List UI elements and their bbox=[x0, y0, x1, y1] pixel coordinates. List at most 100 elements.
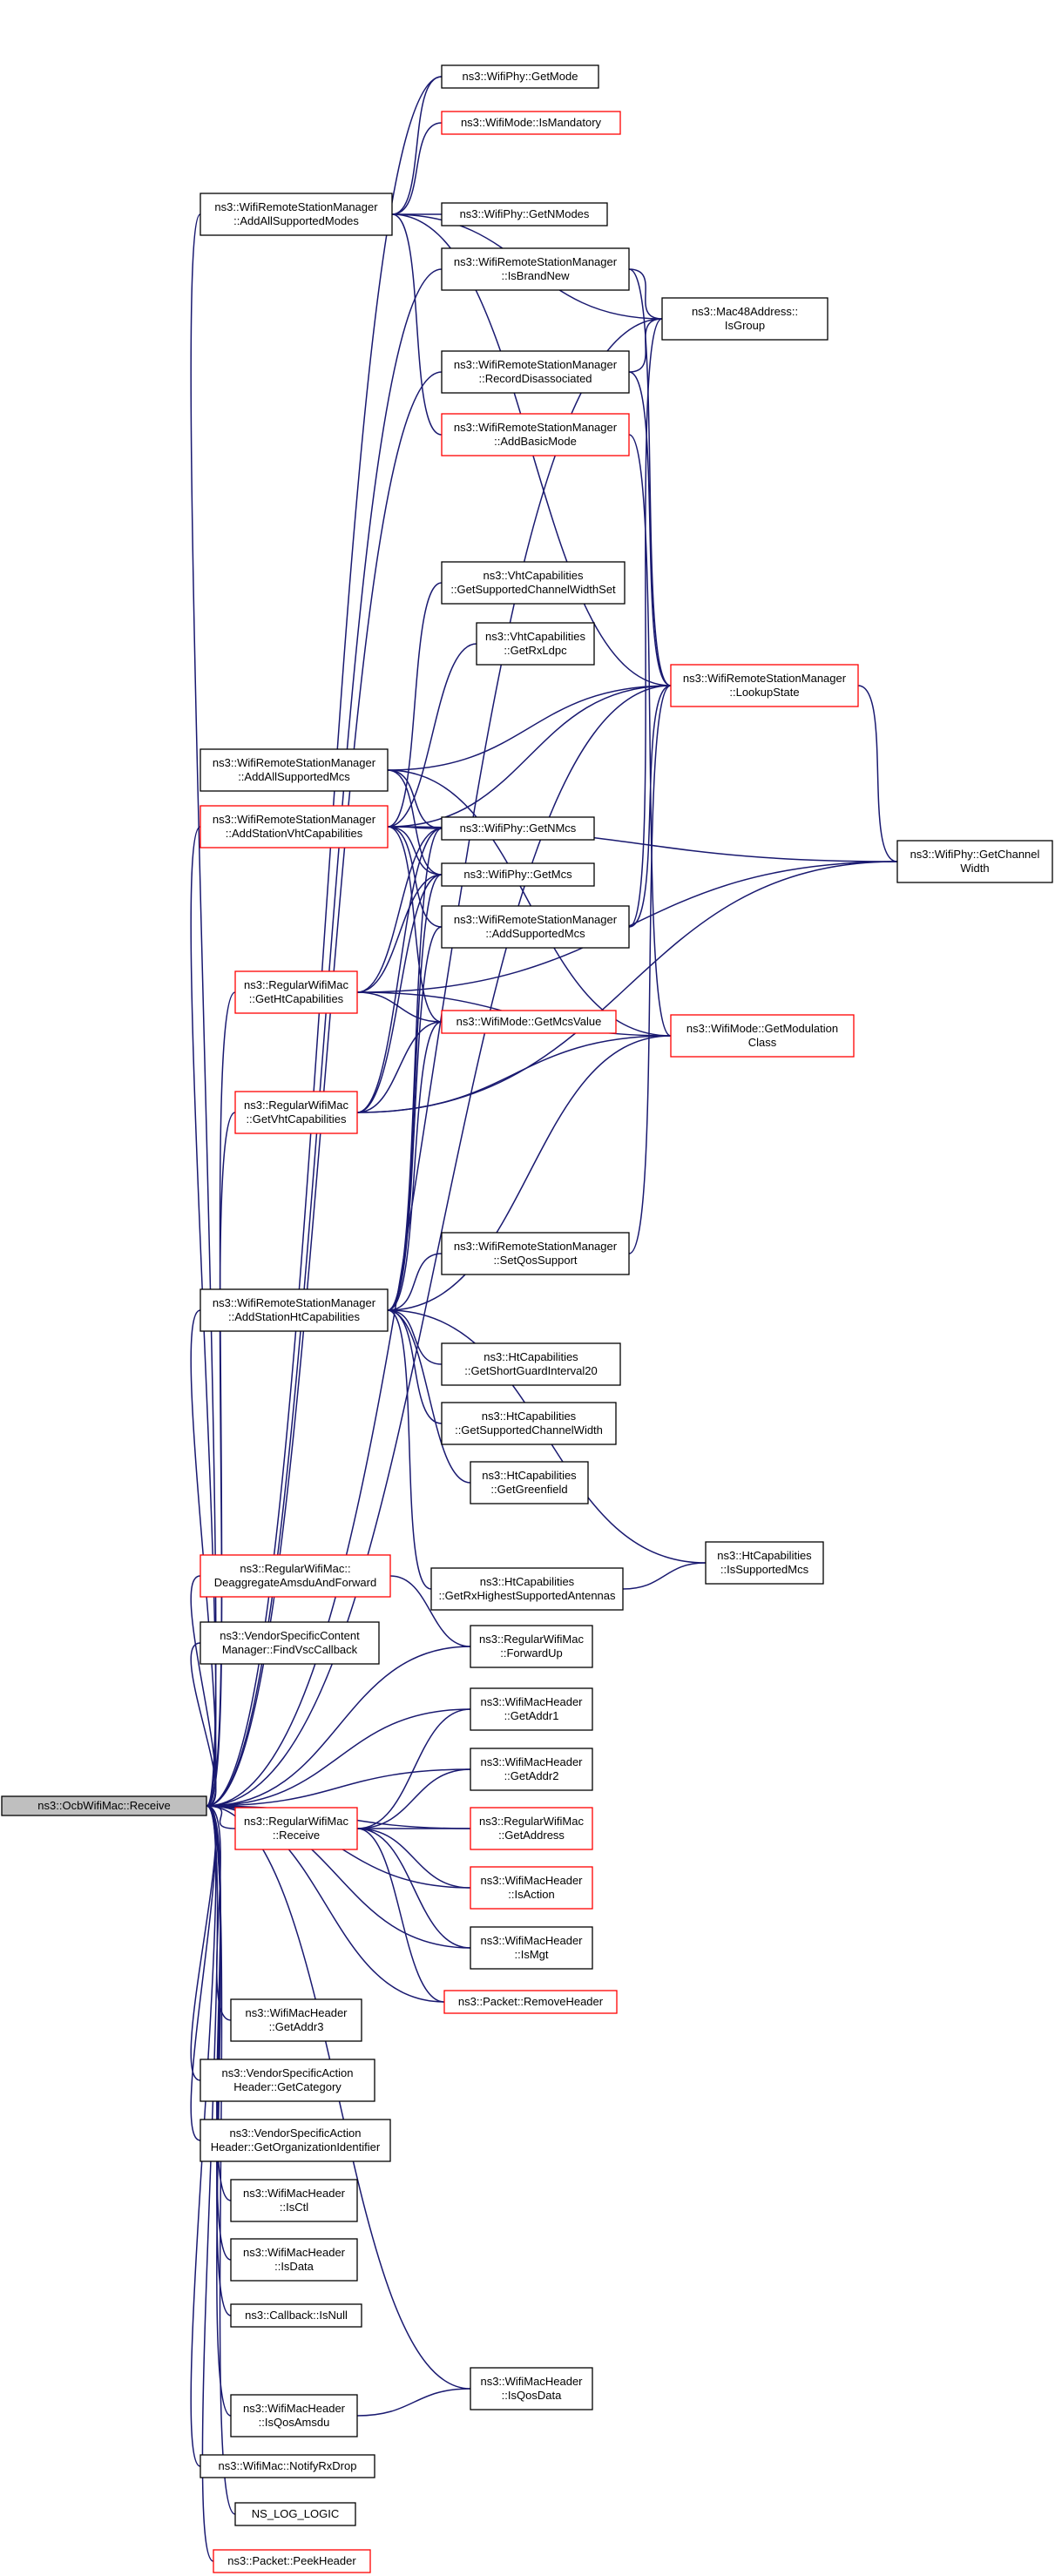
node-nslogiogic[interactable]: NS_LOG_LOGIC bbox=[234, 2502, 356, 2526]
node-label: ns3::HtCapabilities bbox=[480, 1575, 575, 1588]
node-label: ns3::WifiMac::NotifyRxDrop bbox=[219, 2459, 357, 2472]
node-getmcsvalue[interactable]: ns3::WifiMode::GetMcsValue bbox=[441, 1010, 617, 1034]
node-getaddr1[interactable]: ns3::WifiMacHeader::GetAddr1 bbox=[470, 1687, 593, 1731]
node-label: ::GetVhtCapabilities bbox=[247, 1112, 347, 1126]
node-getaddr3[interactable]: ns3::WifiMacHeader::GetAddr3 bbox=[230, 1998, 362, 2042]
node-getnmodes[interactable]: ns3::WifiPhy::GetNModes bbox=[441, 202, 608, 226]
node-getgreenfield[interactable]: ns3::HtCapabilities::GetGreenfield bbox=[470, 1461, 589, 1504]
node-root[interactable]: ns3::OcbWifiMac::Receive bbox=[1, 1795, 207, 1816]
node-getmode[interactable]: ns3::WifiPhy::GetMode bbox=[441, 64, 599, 89]
node-addallsupportedmodes[interactable]: ns3::WifiRemoteStationManager::AddAllSup… bbox=[200, 193, 393, 236]
node-box bbox=[441, 64, 599, 89]
node-box bbox=[430, 1567, 624, 1611]
node-label: ::AddSupportedMcs bbox=[485, 927, 585, 940]
node-deaggregate[interactable]: ns3::RegularWifiMac::DeaggregateAmsduAnd… bbox=[200, 1554, 391, 1598]
node-isqosamsdu[interactable]: ns3::WifiMacHeader::IsQosAmsdu bbox=[230, 2394, 358, 2437]
node-getaddr2[interactable]: ns3::WifiMacHeader::GetAddr2 bbox=[470, 1748, 593, 1791]
node-label: ::GetShortGuardInterval20 bbox=[464, 1364, 597, 1377]
node-label: ns3::RegularWifiMac:: bbox=[240, 1562, 350, 1575]
edge-addstationhtcapabilities-to-getshortguardinterval20 bbox=[387, 1309, 443, 1365]
node-getsupportedchannelwidthset[interactable]: ns3::VhtCapabilities::GetSupportedChanne… bbox=[441, 561, 626, 605]
node-label: ::IsMgt bbox=[514, 1948, 548, 1961]
node-box bbox=[470, 1926, 593, 1970]
node-getvhtcapabilities[interactable]: ns3::RegularWifiMac::GetVhtCapabilities bbox=[234, 1091, 358, 1134]
node-notifyrxdrop[interactable]: ns3::WifiMac::NotifyRxDrop bbox=[200, 2454, 375, 2478]
node-isdata[interactable]: ns3::WifiMacHeader::IsData bbox=[230, 2238, 358, 2282]
node-label: ::GetSupportedChannelWidthSet bbox=[450, 583, 616, 596]
node-addallsupportedmcs[interactable]: ns3::WifiRemoteStationManager::AddAllSup… bbox=[200, 748, 389, 792]
edge-addbasicmode-to-getmodulationclass bbox=[628, 434, 672, 1037]
node-removeheader[interactable]: ns3::Packet::RemoveHeader bbox=[443, 1990, 618, 2014]
node-findvsccallback[interactable]: ns3::VendorSpecificContentManager::FindV… bbox=[200, 1621, 380, 1665]
node-getnmcs[interactable]: ns3::WifiPhy::GetNMcs bbox=[441, 816, 595, 841]
node-label: ns3::WifiMacHeader bbox=[480, 1934, 583, 1947]
node-label: ns3::HtCapabilities bbox=[482, 1469, 577, 1482]
node-box bbox=[200, 1621, 380, 1665]
node-box bbox=[441, 905, 630, 949]
node-peekheader[interactable]: ns3::Packet::PeekHeader bbox=[213, 2549, 371, 2573]
node-getrxhighest[interactable]: ns3::HtCapabilities::GetRxHighestSupport… bbox=[430, 1567, 624, 1611]
node-label: ::IsQosData bbox=[502, 2389, 562, 2402]
node-label: ns3::WifiMode::IsMandatory bbox=[461, 116, 602, 129]
node-recorddisassociated[interactable]: ns3::WifiRemoteStationManager::RecordDis… bbox=[441, 350, 630, 394]
edge-addallsupportedmcs-to-getmcs bbox=[387, 769, 443, 876]
node-isgroup[interactable]: ns3::Mac48Address::IsGroup bbox=[661, 297, 828, 341]
node-label: ns3::RegularWifiMac bbox=[479, 1633, 584, 1646]
node-addstationhtcapabilities[interactable]: ns3::WifiRemoteStationManager::AddStatio… bbox=[200, 1288, 389, 1332]
node-issupportedmcs[interactable]: ns3::HtCapabilities::IsSupportedMcs bbox=[705, 1541, 824, 1585]
node-getshortguardinterval20[interactable]: ns3::HtCapabilities::GetShortGuardInterv… bbox=[441, 1342, 621, 1386]
node-isbrandnew[interactable]: ns3::WifiRemoteStationManager::IsBrandNe… bbox=[441, 247, 630, 291]
node-label: ::GetSupportedChannelWidth bbox=[455, 1423, 603, 1437]
edge-root-to-peekheader bbox=[201, 1805, 219, 2562]
node-getmcs[interactable]: ns3::WifiPhy::GetMcs bbox=[441, 862, 595, 887]
node-box bbox=[470, 1625, 593, 1668]
node-label: ns3::WifiMode::GetModulation bbox=[686, 1022, 838, 1035]
node-label: ns3::HtCapabilities bbox=[482, 1410, 577, 1423]
node-box bbox=[470, 1687, 593, 1731]
node-isnull[interactable]: ns3::Callback::IsNull bbox=[230, 2303, 362, 2328]
edge-root-to-getcategory bbox=[190, 1805, 217, 2081]
edge-root-to-getaddr2 bbox=[206, 1768, 471, 1807]
node-label: ::IsAction bbox=[508, 1888, 554, 1901]
node-addstationvhtcapabilities[interactable]: ns3::WifiRemoteStationManager::AddStatio… bbox=[200, 805, 389, 849]
edge-gethtcapabilities-to-getnmcs bbox=[356, 828, 443, 993]
edge-root-to-lookupstate bbox=[206, 685, 672, 1807]
node-regularreceive[interactable]: ns3::RegularWifiMac::Receive bbox=[234, 1807, 358, 1850]
node-ismgt[interactable]: ns3::WifiMacHeader::IsMgt bbox=[470, 1926, 593, 1970]
node-box bbox=[230, 1998, 362, 2042]
node-addbasicmode[interactable]: ns3::WifiRemoteStationManager::AddBasicM… bbox=[441, 413, 630, 456]
node-label: ns3::OcbWifiMac::Receive bbox=[37, 1799, 170, 1812]
node-label: ::GetAddr2 bbox=[504, 1769, 559, 1782]
node-isqosdata[interactable]: ns3::WifiMacHeader::IsQosData bbox=[470, 2367, 593, 2410]
node-box bbox=[234, 2502, 356, 2526]
node-label: ::IsSupportedMcs bbox=[720, 1563, 809, 1576]
node-isctl[interactable]: ns3::WifiMacHeader::IsCtl bbox=[230, 2179, 358, 2222]
node-box bbox=[230, 2238, 358, 2282]
node-htgetsupportedchannelwidth[interactable]: ns3::HtCapabilities::GetSupportedChannel… bbox=[441, 1402, 617, 1445]
node-label: ns3::RegularWifiMac bbox=[479, 1815, 584, 1828]
node-getaddress[interactable]: ns3::RegularWifiMac::GetAddress bbox=[470, 1807, 593, 1850]
node-getorgid[interactable]: ns3::VendorSpecificActionHeader::GetOrga… bbox=[200, 2119, 391, 2162]
edge-root-to-findvsccallback bbox=[190, 1642, 217, 1807]
edge-addstationhtcapabilities-to-getmcs bbox=[387, 874, 443, 1311]
node-box bbox=[441, 202, 608, 226]
node-setqossupport[interactable]: ns3::WifiRemoteStationManager::SetQosSup… bbox=[441, 1232, 630, 1275]
edge-root-to-getmode bbox=[206, 76, 443, 1807]
node-box bbox=[200, 2119, 391, 2162]
edge-addallsupportedmcs-to-getmodulationclass bbox=[387, 769, 672, 1037]
node-label: ns3::WifiRemoteStationManager bbox=[454, 421, 618, 434]
node-addsupportedmcs[interactable]: ns3::WifiRemoteStationManager::AddSuppor… bbox=[441, 905, 630, 949]
node-isaction[interactable]: ns3::WifiMacHeader::IsAction bbox=[470, 1866, 593, 1910]
node-gethtcapabilities[interactable]: ns3::RegularWifiMac::GetHtCapabilities bbox=[234, 970, 358, 1014]
node-getrxldpc[interactable]: ns3::VhtCapabilities::GetRxLdpc bbox=[476, 622, 595, 666]
node-box bbox=[441, 862, 595, 887]
node-getcategory[interactable]: ns3::VendorSpecificActionHeader::GetCate… bbox=[200, 2059, 375, 2102]
node-ismandatory[interactable]: ns3::WifiMode::IsMandatory bbox=[441, 111, 621, 135]
node-label: ::GetAddr3 bbox=[269, 2020, 324, 2033]
node-label: ns3::Packet::RemoveHeader bbox=[458, 1995, 604, 2008]
node-forwardup[interactable]: ns3::RegularWifiMac::ForwardUp bbox=[470, 1625, 593, 1668]
node-lookupstate[interactable]: ns3::WifiRemoteStationManager::LookupSta… bbox=[670, 664, 859, 707]
